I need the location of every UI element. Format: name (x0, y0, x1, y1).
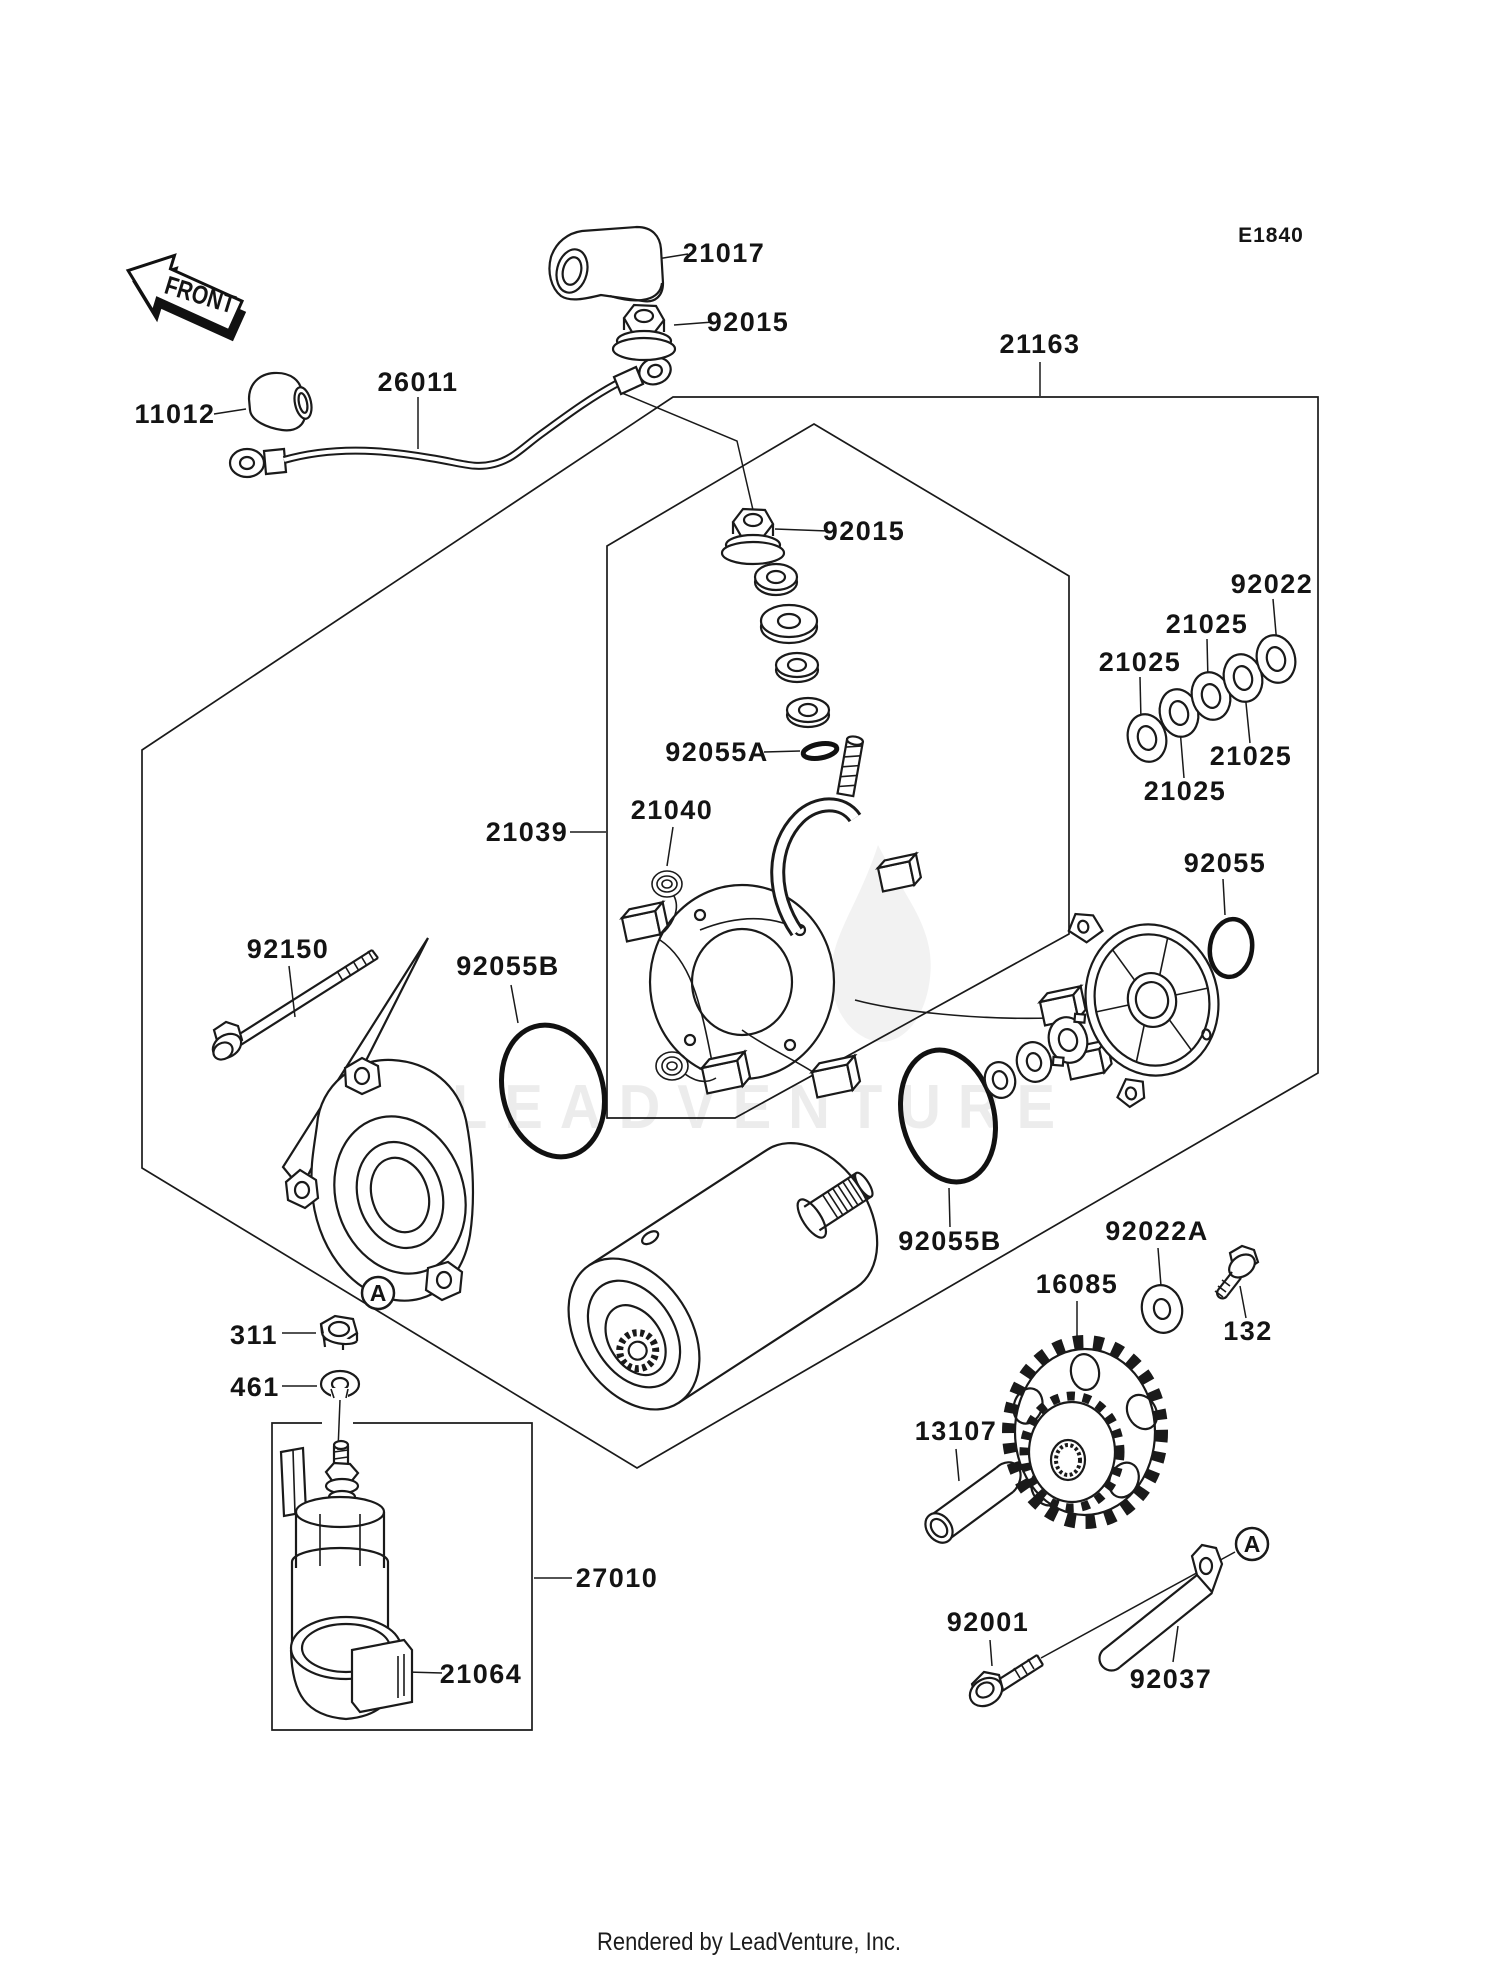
svg-text:LEADVENTURE: LEADVENTURE (452, 1073, 1072, 1142)
assembly-group-boxes (141, 396, 1319, 1731)
group-box-21163 (141, 396, 1319, 1469)
part-label-92055B-17: 92055B (898, 1226, 1002, 1256)
through-bolt-92150 (211, 949, 379, 1061)
callout-label-A-0: A (370, 1280, 387, 1306)
part-label-21017-0: 21017 (683, 238, 766, 268)
terminal-stud (836, 735, 865, 798)
flange-nut-92015-lower (720, 507, 786, 566)
part-label-21025-7: 21025 (1166, 609, 1249, 639)
footer-credit: Rendered by LeadVenture, Inc. (597, 1928, 901, 1956)
o-ring-92055b-right (898, 1047, 998, 1185)
washer-stack (753, 562, 831, 729)
flame-watermark-icon (831, 845, 931, 1042)
part-label-311-22: 311 (230, 1320, 278, 1350)
lock-washer-461 (319, 1369, 361, 1399)
part-label-21040-13: 21040 (631, 795, 714, 825)
relay-clamp-21064 (289, 1615, 414, 1721)
flange-nut-92015-top (611, 303, 677, 362)
starter-idle-gear-16085 (1002, 1335, 1168, 1529)
hex-nut-311 (319, 1314, 359, 1350)
commutator-end-cover (1067, 912, 1220, 1109)
part-label-21025-10: 21025 (1144, 776, 1227, 806)
o-ring-92055b-left (499, 1022, 607, 1160)
group-box-27010 (271, 1422, 533, 1731)
part-label-21064-25: 21064 (440, 1659, 523, 1689)
part-label-92150-15: 92150 (247, 934, 330, 964)
shim-washers-21025-92022 (1126, 634, 1297, 763)
part-label-11012-4: 11012 (134, 399, 215, 429)
bolt-132 (1214, 1244, 1260, 1300)
bolt-92001 (968, 1654, 1044, 1708)
part-label-13107-21: 13107 (915, 1416, 998, 1446)
gear-pin-13107 (924, 1461, 1022, 1544)
drive-end-cover (284, 1056, 475, 1302)
starter-motor-armature (567, 1142, 879, 1411)
lead-plate-92037 (1098, 1543, 1224, 1672)
o-ring-92055 (1207, 916, 1255, 980)
brush-spring-21040-upper (651, 870, 683, 933)
part-label-21025-8: 21025 (1099, 647, 1182, 677)
part-label-21163-2: 21163 (999, 329, 1080, 359)
part-label-27010-24: 27010 (576, 1563, 659, 1593)
leadventure-watermark: LEADVENTURE (452, 845, 1072, 1142)
callout-circles-layer: AA (360, 1275, 1270, 1562)
callout-circle-A-1 (1234, 1526, 1270, 1562)
o-ring-92055a (800, 741, 840, 761)
part-label-16085-19: 16085 (1036, 1269, 1119, 1299)
drawing-code: E1840 (1238, 224, 1304, 247)
terminal-boot-21017 (548, 225, 665, 303)
part-label-92037-27: 92037 (1130, 1664, 1213, 1694)
terminal-cap-11012 (247, 371, 313, 432)
part-label-21039-12: 21039 (486, 817, 569, 847)
group-box-21039 (606, 423, 1070, 1119)
part-label-92001-26: 92001 (947, 1607, 1030, 1637)
part-label-92022-6: 92022 (1231, 569, 1314, 599)
part-label-21025-9: 21025 (1210, 741, 1293, 771)
plain-washer-92022a (1140, 1284, 1184, 1334)
starter-cable-26011 (228, 356, 672, 479)
part-label-92055-14: 92055 (1184, 848, 1267, 878)
callout-label-A-1: A (1244, 1531, 1261, 1557)
callout-circle-A-0 (360, 1275, 396, 1311)
starter-relay-27010 (279, 1439, 390, 1666)
brush-spring-21040-lower (655, 1051, 717, 1083)
front-direction-arrow: FRONT (125, 253, 247, 342)
part-label-92015-1: 92015 (707, 307, 790, 337)
part-label-132-20: 132 (1223, 1316, 1273, 1346)
thrust-washers (983, 1012, 1089, 1099)
part-label-92022A-18: 92022A (1105, 1216, 1209, 1246)
part-label-26011-3: 26011 (377, 367, 458, 397)
part-label-461-23: 461 (230, 1372, 280, 1402)
part-label-92055A-11: 92055A (665, 737, 769, 767)
part-label-92055B-16: 92055B (456, 951, 560, 981)
part-labels-layer: 21017 92015 21163 26011 11012 92015 92022 21025… (134, 238, 1314, 1694)
part-label-92015-5: 92015 (823, 516, 906, 546)
